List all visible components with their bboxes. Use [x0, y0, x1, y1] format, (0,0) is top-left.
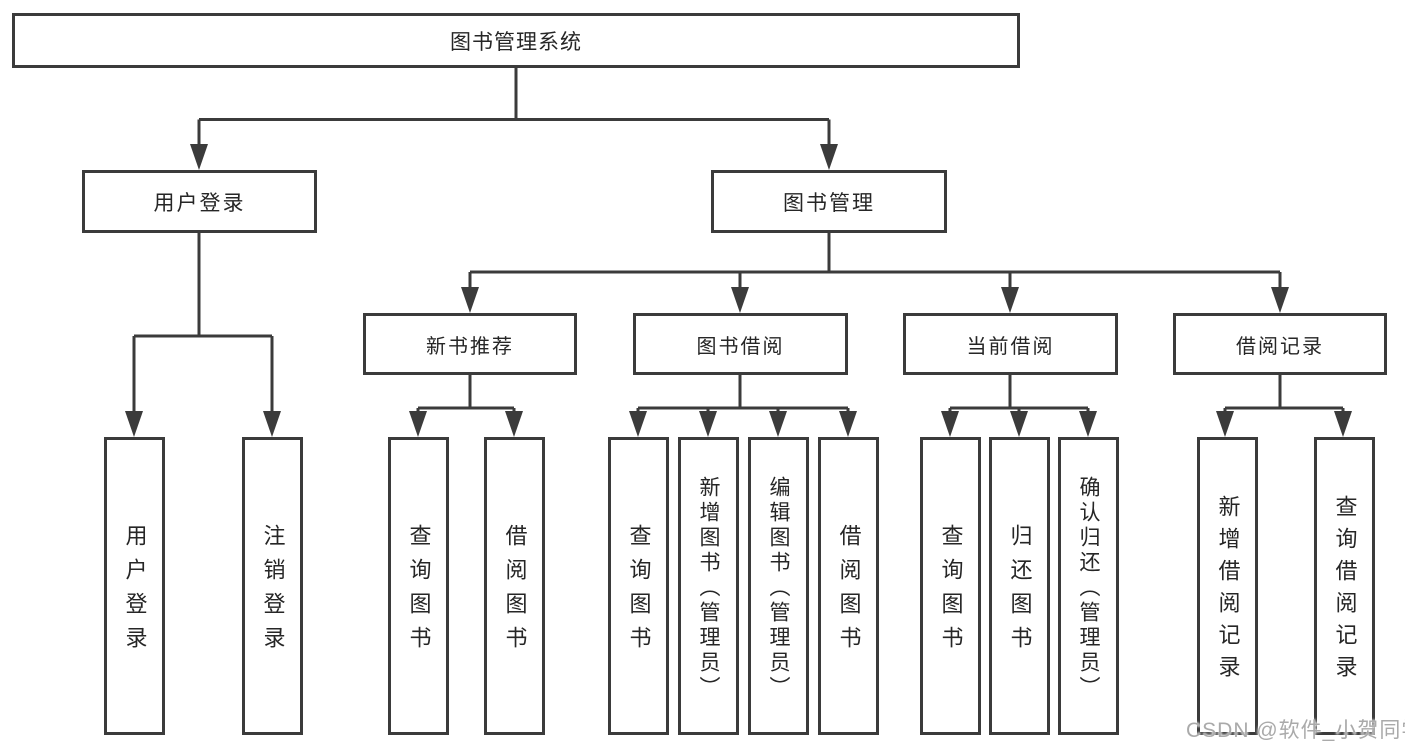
node-new-book-recommendation: 新书推荐 [363, 313, 577, 375]
leaf-borrow-books-recommend: 借阅图书 [484, 437, 545, 735]
leaf-label: 借阅图书 [502, 524, 528, 660]
leaf-logout: 注销登录 [242, 437, 303, 735]
leaf-query-books-borrowing: 查询图书 [608, 437, 669, 735]
node-label: 用户登录 [153, 191, 246, 215]
leaf-edit-books-admin: 编辑图书（管理员） [748, 437, 809, 735]
leaf-label: 新增图书（管理员） [697, 475, 720, 701]
leaf-query-borrow-record: 查询借阅记录 [1314, 437, 1375, 735]
leaf-borrow-books: 借阅图书 [818, 437, 879, 735]
leaf-label: 借阅图书 [836, 524, 862, 660]
leaf-label: 查询图书 [938, 524, 964, 660]
csdn-watermark: CSDN @软件_小贺同学 [1186, 719, 1405, 742]
leaf-label: 查询图书 [626, 524, 652, 660]
node-label: 借阅记录 [1236, 335, 1324, 358]
node-book-borrowing: 图书借阅 [633, 313, 848, 375]
leaf-label: 新增借阅记录 [1215, 495, 1241, 687]
node-library-management-system: 图书管理系统 [12, 13, 1020, 68]
node-borrowing-records: 借阅记录 [1173, 313, 1387, 375]
leaf-label: 注销登录 [260, 524, 286, 660]
leaf-query-books-current: 查询图书 [920, 437, 981, 735]
node-current-borrowing: 当前借阅 [903, 313, 1118, 375]
node-book-management: 图书管理 [711, 170, 947, 233]
leaf-label: 用户登录 [122, 524, 148, 660]
leaf-label: 查询图书 [406, 524, 432, 660]
node-label: 图书借阅 [696, 335, 785, 358]
leaf-label: 归还图书 [1007, 524, 1033, 660]
leaf-label: 确认归还（管理员） [1077, 475, 1100, 701]
leaf-return-books: 归还图书 [989, 437, 1050, 735]
node-user-login: 用户登录 [82, 170, 317, 233]
node-label: 新书推荐 [426, 335, 514, 358]
arrowheads [125, 144, 1352, 437]
leaf-add-borrow-record: 新增借阅记录 [1197, 437, 1258, 735]
leaf-label: 查询借阅记录 [1332, 495, 1358, 687]
leaf-label: 编辑图书（管理员） [767, 475, 790, 701]
leaf-query-books-recommend: 查询图书 [388, 437, 449, 735]
node-label: 图书管理 [783, 191, 875, 215]
leaf-add-books-admin: 新增图书（管理员） [678, 437, 739, 735]
leaf-user-login: 用户登录 [104, 437, 165, 735]
node-label: 图书管理系统 [450, 30, 582, 54]
node-label: 当前借阅 [966, 335, 1055, 358]
leaf-confirm-return-admin: 确认归还（管理员） [1058, 437, 1119, 735]
